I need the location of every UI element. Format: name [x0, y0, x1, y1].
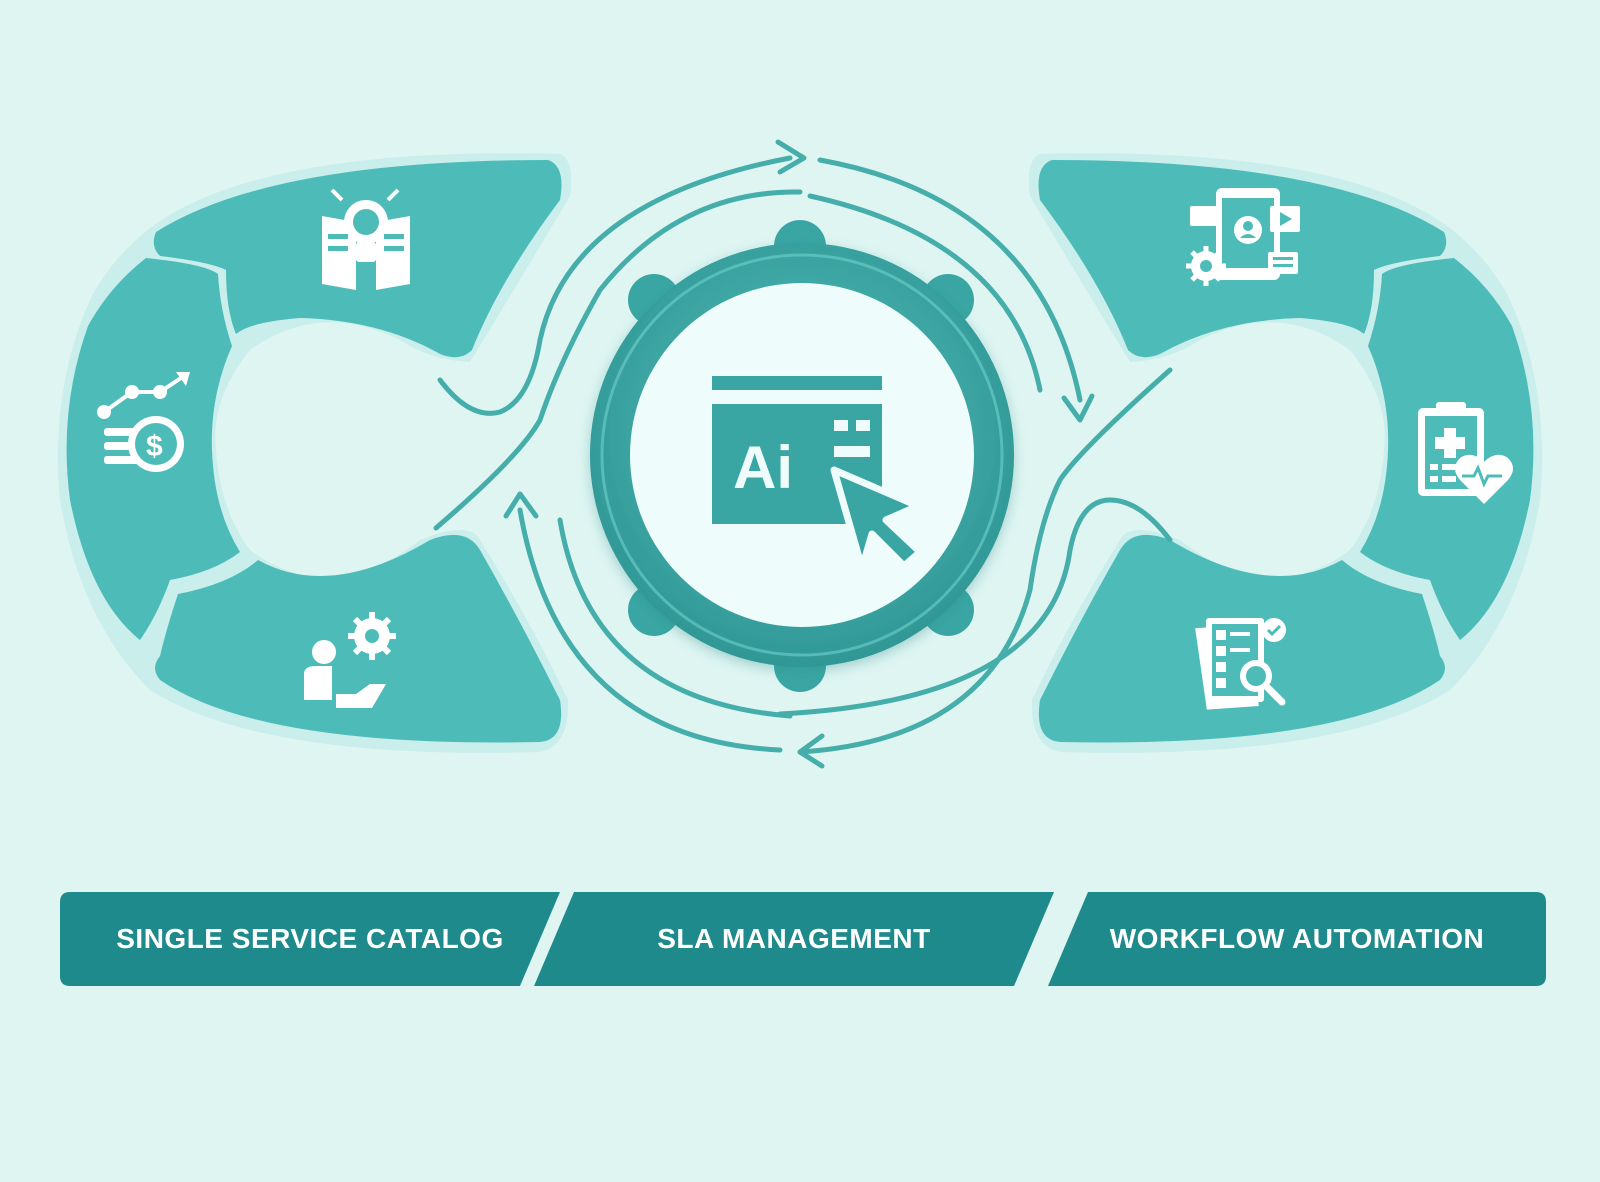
flow-line-left-lower — [433, 189, 803, 531]
banner-label-workflow-automation: WORKFLOW AUTOMATION — [1109, 923, 1485, 954]
arrowhead-top — [775, 139, 807, 175]
medical-clipboard-heart-icon — [1418, 402, 1513, 504]
idea-book-icon — [322, 188, 410, 290]
flow-line-right-upper — [817, 157, 1083, 403]
banner-segment-service-catalog: SINGLE SERVICE CATALOG — [60, 892, 560, 986]
flow-line-bottom-inner — [557, 517, 793, 719]
svg-text:$: $ — [146, 430, 163, 463]
banner-label-service-catalog: SINGLE SERVICE CATALOG — [116, 923, 504, 954]
flow-line-bottom-left — [517, 507, 783, 753]
infinity-diagram: Ai $ — [58, 139, 1542, 769]
user-laptop-settings-icon — [304, 612, 396, 708]
flow-line-right-cross — [797, 367, 1173, 755]
checklist-search-icon — [1195, 618, 1286, 710]
banner-segment-workflow-automation: WORKFLOW AUTOMATION — [1048, 892, 1546, 986]
flow-arrows — [433, 155, 1173, 755]
left-loop — [58, 153, 572, 753]
ai-cursor-window-icon: Ai — [712, 376, 924, 572]
arrowheads — [503, 139, 1095, 769]
banner-segment-sla-management: SLA MANAGEMENT — [534, 892, 1054, 986]
media-devices-workflow-icon — [1186, 188, 1300, 286]
arrowhead-left — [503, 491, 539, 519]
arrowhead-bottom — [797, 733, 825, 769]
money-growth-icon: $ — [97, 372, 190, 472]
feature-banner: SINGLE SERVICE CATALOG SLA MANAGEMENT WO… — [60, 892, 1546, 986]
banner-label-sla-management: SLA MANAGEMENT — [657, 923, 931, 954]
flow-line-left-upper — [437, 155, 793, 416]
flow-line-right-inner — [807, 193, 1043, 393]
center-hub: Ai — [590, 220, 1014, 692]
ai-letters: Ai — [733, 434, 793, 501]
arrowhead-right — [1061, 393, 1095, 423]
flow-line-right-lower — [777, 497, 1173, 717]
